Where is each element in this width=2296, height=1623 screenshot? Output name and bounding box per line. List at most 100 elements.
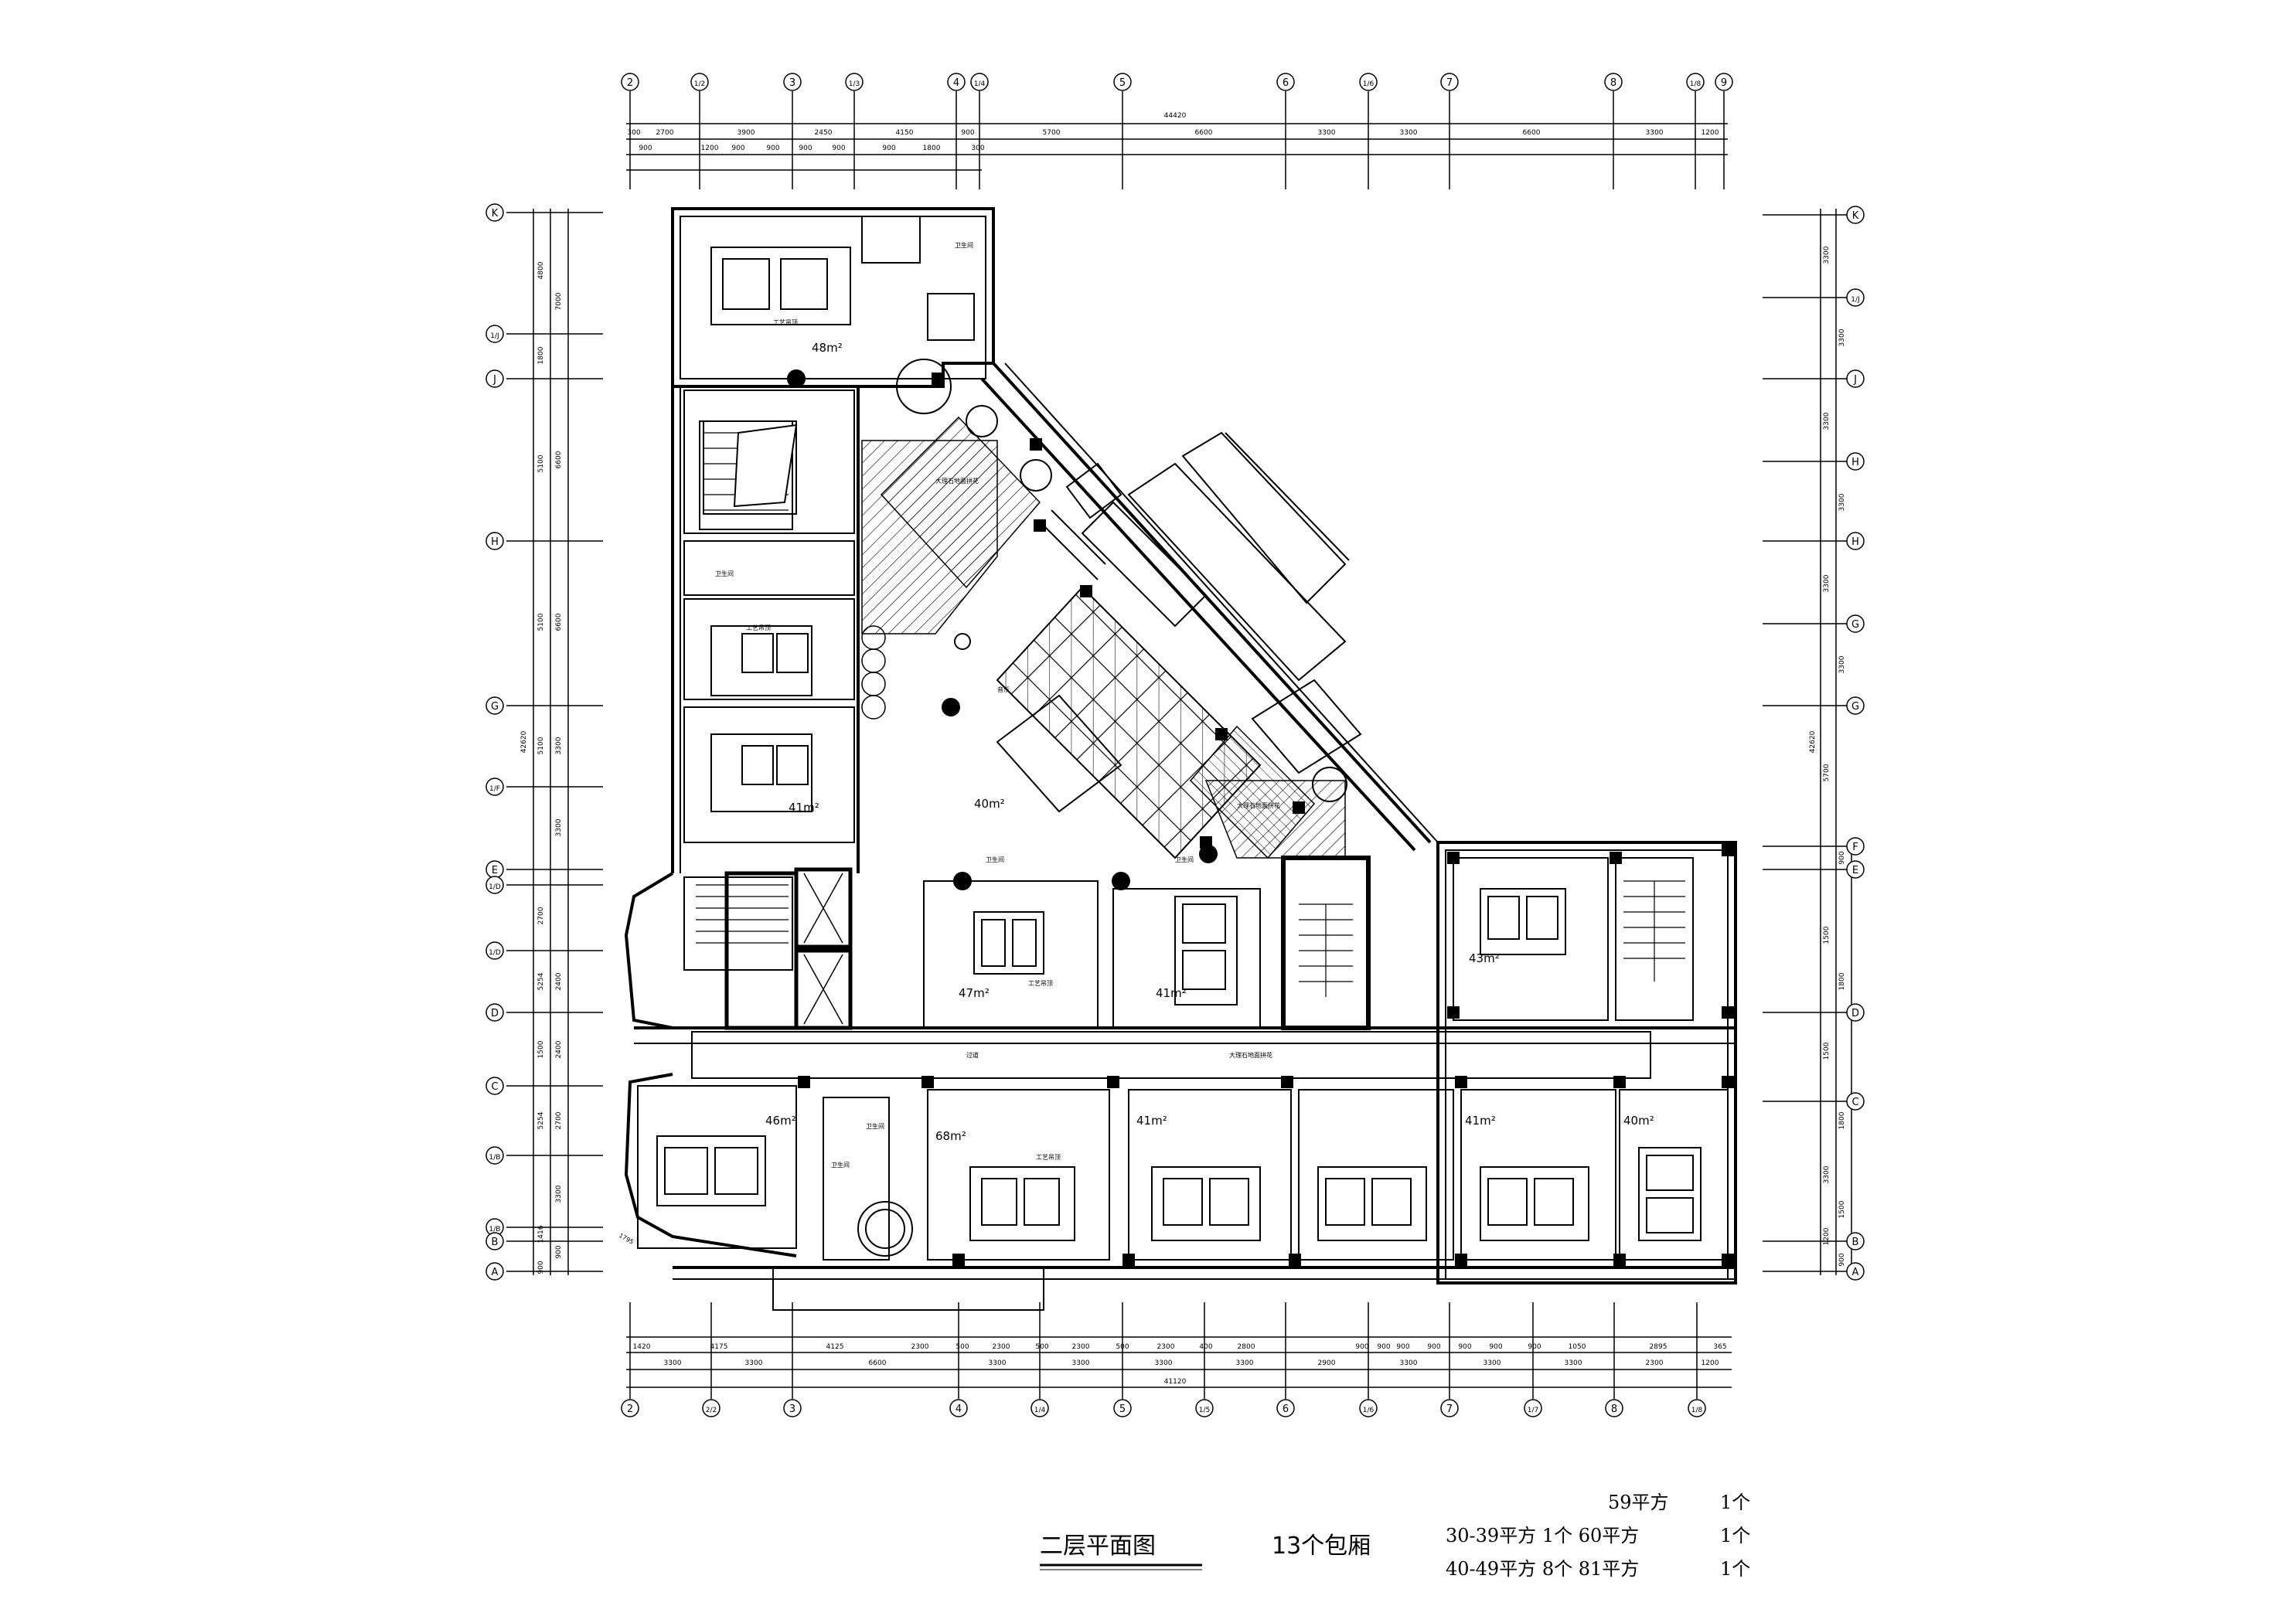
- grid-bubble-right: D: [1846, 1003, 1865, 1022]
- diagonal-wing-detail: [1043, 431, 1362, 774]
- stone-floor-label: 大理石地面拼花: [1229, 1051, 1272, 1059]
- area-label: 43m²: [1469, 951, 1500, 965]
- dim-left: 6600: [555, 451, 563, 468]
- small-room-labels: 卫生间 卫生间 卫生间 卫生间 卫生间 卫生间 工艺吊顶 工艺吊顶 工艺吊顶 工…: [618, 241, 1280, 1246]
- toilet-label: 卫生间: [955, 241, 973, 249]
- toilet-label: 卫生间: [866, 1122, 884, 1130]
- dim-right: 900: [1838, 851, 1846, 864]
- dim-total-bottom: 41120: [1164, 1378, 1187, 1386]
- stat-label: 30-39平方 1个 60平方: [1446, 1525, 1639, 1546]
- dim-total-right: 42620: [1809, 730, 1817, 753]
- area-label: 41m²: [789, 801, 819, 815]
- grid-bubble-top-label: 1/8: [1690, 80, 1702, 88]
- dim-bottom-row1: 4175: [710, 1343, 728, 1351]
- grid-bubble-right-label: J: [1853, 374, 1857, 386]
- grid-bubble-left-label: D: [491, 1008, 499, 1019]
- right-grid-lines: [1763, 214, 1851, 1272]
- stone-floor-label: 大理石地面拼花: [1237, 801, 1280, 809]
- top-grid-lines: [629, 91, 1725, 189]
- dim-bottom-row2: 3300: [1484, 1359, 1501, 1367]
- dim-bottom-row2: 3300: [745, 1359, 763, 1367]
- grid-bubble-right-label: A: [1852, 1267, 1859, 1278]
- grid-bubble-top-label: 2: [627, 77, 633, 89]
- grid-bubble-left: E: [485, 860, 504, 879]
- grid-bubble-right-label: H: [1851, 457, 1859, 468]
- dim-left: 2700: [555, 1111, 563, 1129]
- dim-bottom-row2: 3300: [1236, 1359, 1254, 1367]
- grid-bubble-top-label: 5: [1119, 77, 1126, 89]
- interior-walls: [637, 216, 1729, 1261]
- dim-bottom-row1: 1050: [1569, 1343, 1586, 1351]
- dim-right: 1500: [1823, 1042, 1831, 1060]
- grid-bubble-top-label: 3: [789, 77, 795, 89]
- grid-bubble-bottom: 3: [783, 1399, 802, 1417]
- dim-left: 3300: [555, 1185, 563, 1203]
- dim-top-row1: 5700: [1043, 129, 1061, 137]
- grid-bubble-right: G: [1846, 614, 1865, 633]
- dim-bottom-row1: 2300: [1072, 1343, 1090, 1351]
- grid-bubble-left: 1/F: [485, 777, 504, 796]
- column: [1722, 1006, 1734, 1019]
- dim-right: 1800: [1838, 1111, 1846, 1129]
- column: [1030, 438, 1042, 451]
- grid-bubble-top: 9: [1715, 73, 1733, 91]
- column: [1722, 844, 1734, 856]
- dim-top-row2: 1200: [701, 145, 719, 152]
- dim-bottom-row2: 3300: [1072, 1359, 1090, 1367]
- toilet-label: 卫生间: [715, 570, 734, 577]
- grid-bubble-right: J: [1846, 369, 1865, 388]
- dim-top-row1: 1200: [1702, 129, 1719, 137]
- room-count: 13个包厢: [1272, 1533, 1371, 1560]
- dim-top-row2: 900: [731, 145, 744, 152]
- dim-top-row2: 900: [882, 145, 895, 152]
- column: [1722, 1076, 1734, 1088]
- grid-bubble-top-label: 1/4: [974, 80, 986, 88]
- grid-bubble-top: 1/3: [845, 73, 864, 91]
- stone-floor-label: 大理石地面拼花: [935, 477, 979, 485]
- dim-top-row1: 300: [627, 129, 640, 137]
- dim-right: 3300: [1823, 1165, 1831, 1183]
- dim-bottom-row1: 2300: [911, 1343, 929, 1351]
- toilet-label: 卫生间: [831, 1161, 850, 1169]
- grid-bubble-top: 8: [1604, 73, 1623, 91]
- grid-bubble-top-label: 6: [1283, 77, 1289, 89]
- dim-bottom-row2: 3300: [1400, 1359, 1418, 1367]
- grid-bubble-bottom-label: 8: [1611, 1404, 1617, 1415]
- dim-left: 5100: [537, 613, 545, 631]
- grid-bubble-top: 1/4: [970, 73, 989, 91]
- grid-bubble-bottom: 4: [949, 1399, 968, 1417]
- grid-bubble-right: K: [1846, 206, 1865, 224]
- grid-bubble-left: D: [485, 1003, 504, 1022]
- dim-bottom-row1: 900: [1489, 1343, 1502, 1351]
- grid-bubble-right: F: [1846, 837, 1865, 856]
- bottom-grid-lines: [629, 1302, 1698, 1399]
- grid-bubble-bottom: 1/5: [1195, 1399, 1214, 1417]
- building-walls: [624, 207, 1737, 1311]
- grid-bubble-bottom-label: 3: [789, 1404, 795, 1415]
- dim-left: 2400: [555, 972, 563, 990]
- grid-bubble-right-label: G: [1851, 701, 1859, 713]
- grid-bubble-top: 1/2: [690, 73, 709, 91]
- dim-left: 5254: [537, 972, 545, 990]
- dim-bottom-row1: 900: [1377, 1343, 1390, 1351]
- dim-right: 3300: [1823, 412, 1831, 430]
- dim-top-row2: 300: [971, 145, 984, 152]
- grid-bubble-right-label: B: [1852, 1237, 1859, 1248]
- grid-bubble-right: H: [1846, 532, 1865, 550]
- grid-bubble-right: B: [1846, 1232, 1865, 1250]
- room-stats-table: 59平方 1个 30-39平方 1个 60平方 1个 40-49平方 8个 81…: [1446, 1492, 1750, 1580]
- area-label: 40m²: [974, 797, 1005, 811]
- right-dimension-system: [1820, 209, 1852, 1275]
- dim-total-left: 42620: [520, 730, 528, 753]
- grid-bubble-bottom: 8: [1605, 1399, 1623, 1417]
- drawing-title: 二层平面图: [1040, 1533, 1156, 1560]
- grid-bubble-left-label: 1/J: [490, 332, 499, 340]
- dim-bottom-row1: 2300: [1157, 1343, 1175, 1351]
- craft-ceiling-label: 工艺吊顶: [746, 624, 771, 631]
- grid-bubble-bottom: 1/8: [1688, 1399, 1706, 1417]
- grid-bubble-bottom-label: 5: [1119, 1404, 1126, 1415]
- toilet-label: 卫生间: [1175, 856, 1194, 863]
- dim-left: 1416: [537, 1225, 545, 1243]
- dim-right: 1200: [1823, 1227, 1831, 1245]
